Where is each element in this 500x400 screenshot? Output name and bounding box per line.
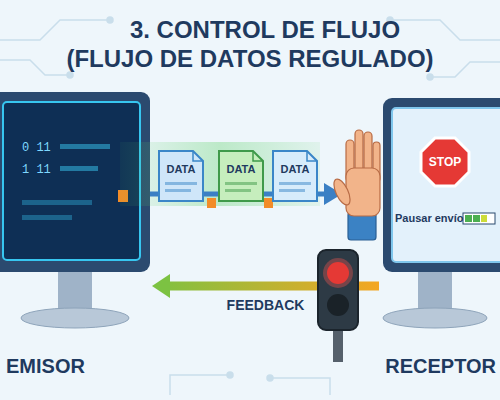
- status-text: Pausar envío: [395, 212, 463, 224]
- sender-computer: EMISOR: [0, 88, 152, 388]
- device-label: EMISOR: [6, 355, 85, 378]
- document-shape: [272, 150, 318, 202]
- data-flow: [120, 142, 342, 208]
- device-label: RECEPTOR: [385, 355, 496, 378]
- binary-text: 0 11: [22, 141, 51, 155]
- packet-label: DATA: [227, 163, 256, 175]
- document-shape: [158, 150, 204, 202]
- binary-text: 1 11: [22, 163, 51, 177]
- document-shape: [218, 150, 264, 202]
- progress-bar: [463, 213, 495, 224]
- edge-label: FEEDBACK: [227, 297, 305, 313]
- sender-monitor: [0, 92, 150, 328]
- stop-sign: [421, 138, 469, 186]
- data-packet: DATA: [218, 150, 264, 202]
- title: 3. CONTROL DE FLUJO (FLUJO DE DATOS REGU…: [60, 16, 440, 74]
- data-packet: DATA: [158, 150, 204, 202]
- receiver-monitor: [383, 98, 500, 328]
- data-packet: DATA: [272, 150, 318, 202]
- packet-label: DATA: [167, 163, 196, 175]
- stop-hand: [331, 130, 380, 240]
- packet-label: DATA: [281, 163, 310, 175]
- stop-text: STOP: [429, 155, 461, 169]
- receiver-computer: RECEPTOR: [379, 92, 500, 388]
